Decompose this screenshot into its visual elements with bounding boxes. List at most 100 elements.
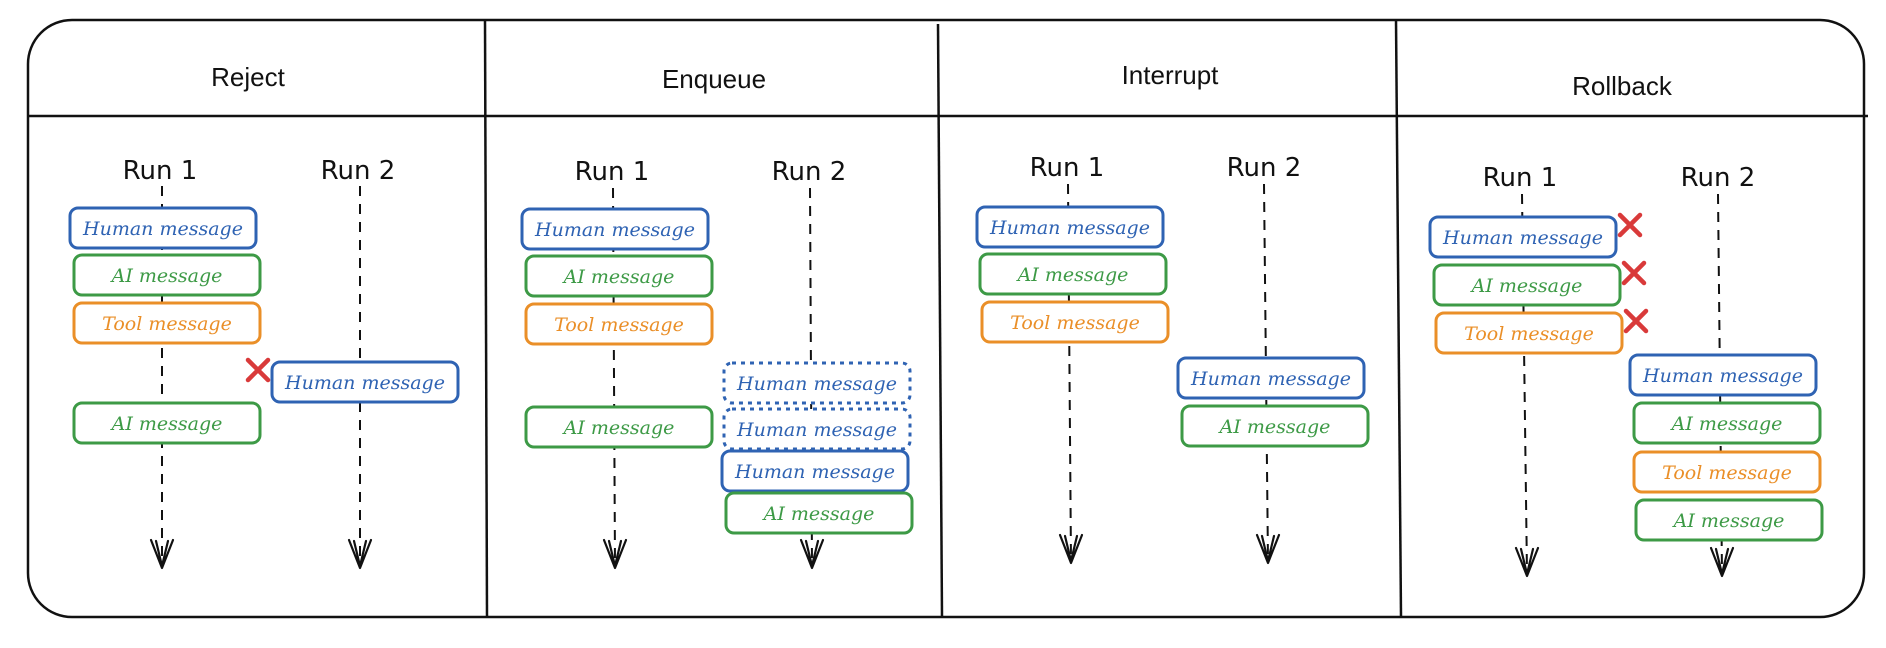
message-label: AI message — [110, 413, 223, 435]
tool-message-box: Tool message — [1632, 450, 1822, 494]
message-label: Tool message — [1010, 312, 1140, 334]
message-box-border — [722, 407, 912, 451]
message-box-border — [720, 449, 910, 493]
message-label: Human message — [989, 217, 1150, 239]
run-1-label: Run 1 — [123, 156, 198, 186]
ai-message-box: AI message — [978, 252, 1168, 296]
removed-x-icon — [1617, 212, 1643, 238]
message-label: Human message — [1442, 227, 1603, 249]
arrow-head — [602, 538, 628, 570]
human-message-box: Human message — [720, 449, 910, 493]
rejection-marks — [245, 212, 1649, 383]
run-2-timeline — [1717, 193, 1723, 575]
message-label: AI message — [1016, 264, 1129, 286]
panel-title-interrupt: Interrupt — [1122, 60, 1220, 90]
run-2-label: Run 2 — [321, 156, 396, 186]
human-message-box: Human message — [722, 407, 912, 451]
ai-message-box: AI message — [524, 405, 714, 449]
message-label: Human message — [734, 461, 895, 483]
human-message-box: Human message — [1176, 356, 1366, 400]
message-label: AI message — [762, 503, 875, 525]
message-label: Human message — [736, 373, 897, 395]
ai-message-box: AI message — [72, 401, 262, 445]
tool-message-box: Tool message — [72, 301, 262, 345]
message-label: AI message — [1218, 416, 1331, 438]
message-box-border — [72, 401, 262, 445]
run-1-label: Run 1 — [1030, 153, 1105, 183]
arrow-head — [1255, 533, 1281, 565]
column-divider — [483, 19, 489, 618]
message-label: AI message — [562, 417, 675, 439]
message-box-border — [1428, 215, 1618, 259]
message-label: AI message — [1470, 275, 1583, 297]
ai-message-box: AI message — [1432, 263, 1622, 307]
tool-message-box: Tool message — [1434, 311, 1624, 355]
message-box-border — [1632, 450, 1822, 494]
message-box-border — [1432, 263, 1622, 307]
arrow-head — [1709, 546, 1735, 578]
message-box-border — [1434, 311, 1624, 355]
human-message-box: Human message — [1628, 353, 1818, 397]
message-label: Tool message — [1662, 462, 1792, 484]
human-message-box: Human message — [1428, 215, 1618, 259]
message-box-border — [1180, 404, 1370, 448]
ai-message-box: AI message — [72, 253, 262, 297]
message-box-border — [520, 207, 710, 251]
column-divider — [936, 23, 944, 618]
message-box-border — [1628, 353, 1818, 397]
message-box-border — [524, 405, 714, 449]
message-label: Human message — [1642, 365, 1803, 387]
ai-message-box: AI message — [524, 254, 714, 298]
panel-title-reject: Reject — [211, 62, 285, 92]
human-message-box: Human message — [722, 361, 912, 405]
message-box-border — [270, 360, 460, 404]
message-box-border — [1176, 356, 1366, 400]
run-1-label: Run 1 — [1483, 163, 1558, 193]
rejected-x-icon — [245, 357, 271, 383]
message-box-border — [978, 252, 1168, 296]
message-box-border — [1632, 401, 1822, 445]
message-label: Tool message — [554, 314, 684, 336]
run-2-label: Run 2 — [772, 157, 847, 187]
ai-message-box: AI message — [724, 491, 914, 535]
column-divider — [1394, 19, 1403, 618]
message-box-border — [975, 205, 1165, 249]
message-label: Human message — [534, 219, 695, 241]
run-1-label: Run 1 — [575, 157, 650, 187]
message-box-border — [68, 206, 258, 250]
panel-title-rollback: Rollback — [1572, 71, 1673, 101]
message-label: Human message — [1190, 368, 1351, 390]
panel-title-enqueue: Enqueue — [662, 64, 766, 94]
message-box-border — [72, 253, 262, 297]
message-box-border — [524, 254, 714, 298]
run-1-timeline — [612, 187, 616, 566]
message-box-border — [722, 361, 912, 405]
message-label: Human message — [82, 218, 243, 240]
message-label: AI message — [110, 265, 223, 287]
human-message-box: Human message — [975, 205, 1165, 249]
human-message-box: Human message — [520, 207, 710, 251]
message-box-border — [72, 301, 262, 345]
message-box-border — [1634, 498, 1824, 542]
human-message-box: Human message — [68, 206, 258, 250]
run-2-label: Run 2 — [1681, 163, 1756, 193]
message-label: Tool message — [1464, 323, 1594, 345]
message-label: AI message — [1672, 510, 1785, 532]
arrow-head — [149, 538, 175, 570]
ai-message-box: AI message — [1632, 401, 1822, 445]
arrow-head — [347, 538, 373, 570]
ai-message-box: AI message — [1634, 498, 1824, 542]
tool-message-box: Tool message — [524, 302, 714, 346]
message-label: Tool message — [102, 313, 232, 335]
human-message-box: Human message — [270, 360, 460, 404]
ai-message-box: AI message — [1180, 404, 1370, 448]
arrow-head — [1514, 546, 1540, 578]
arrow-head — [799, 538, 825, 570]
message-box-border — [524, 302, 714, 346]
message-label: AI message — [1670, 413, 1783, 435]
arrow-head — [1058, 533, 1084, 565]
message-box-border — [724, 491, 914, 535]
run-2-label: Run 2 — [1227, 153, 1302, 183]
